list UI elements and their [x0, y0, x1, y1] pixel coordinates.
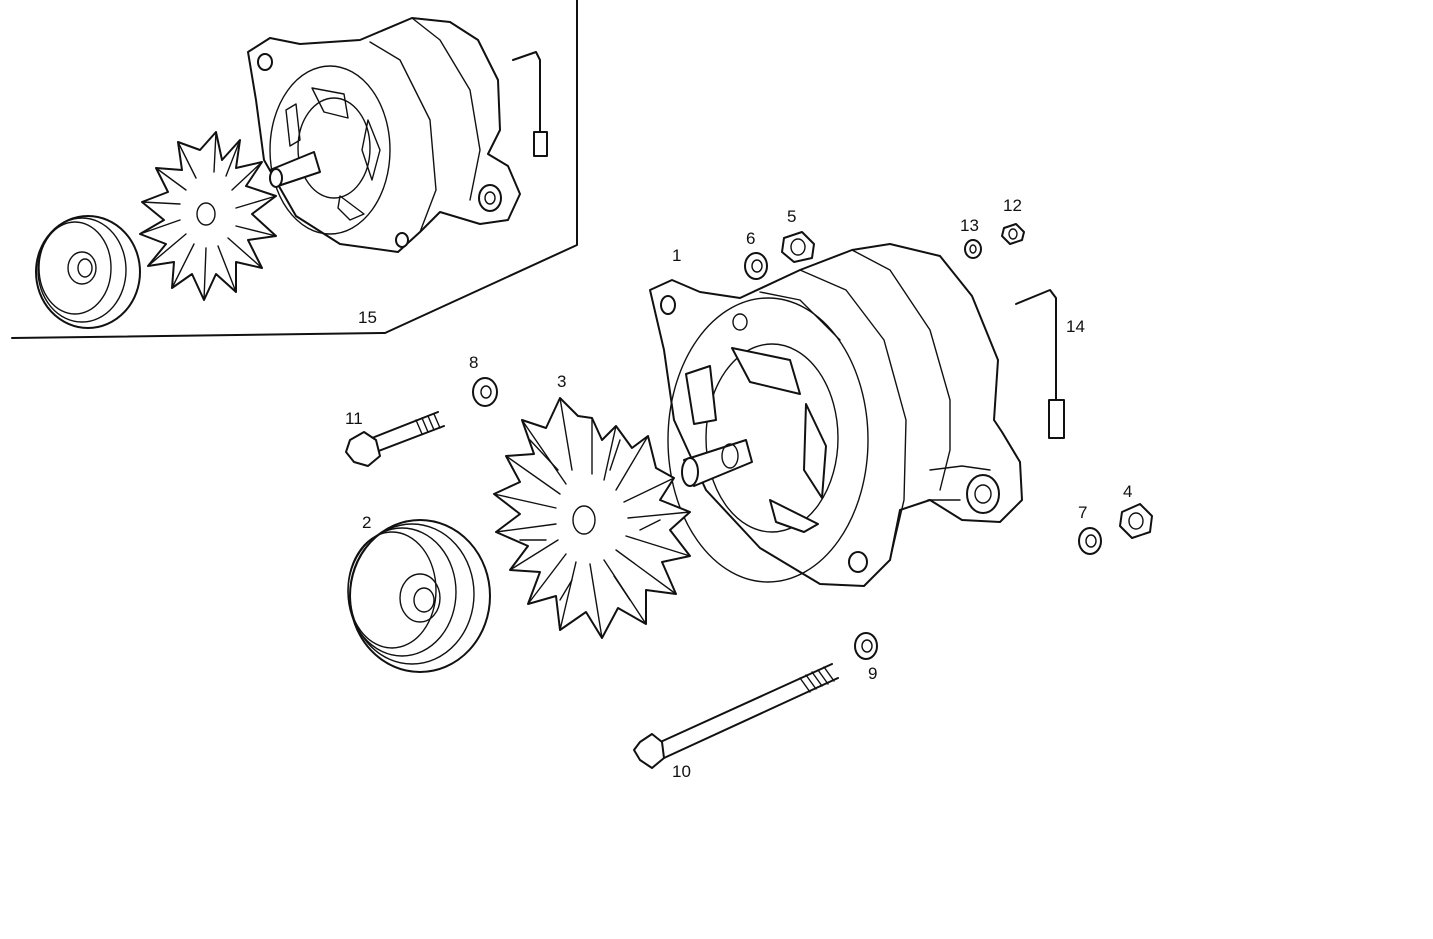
inset-frame [11, 0, 578, 339]
callout-14: 14 [1066, 317, 1085, 336]
washer-13 [964, 239, 982, 259]
inset-alternator-assembly: 15 [35, 17, 548, 329]
washer-7 [1078, 527, 1102, 555]
callout-4: 4 [1123, 482, 1132, 501]
callout-12: 12 [1003, 196, 1022, 215]
washer-8 [472, 377, 498, 407]
nut-12 [1001, 223, 1025, 245]
washer-6 [744, 252, 768, 280]
callout-15: 15 [358, 308, 377, 327]
callout-13: 13 [960, 216, 979, 235]
alternator-body [649, 243, 1023, 587]
washer-9 [854, 632, 878, 660]
bolt-10 [633, 663, 839, 769]
inset-alternator [247, 17, 521, 253]
nut-4 [1119, 503, 1153, 539]
callout-2: 2 [362, 513, 371, 532]
callout-8: 8 [469, 353, 478, 372]
inset-pulley [35, 215, 141, 329]
inset-fan [139, 131, 277, 301]
wire-14 [1015, 289, 1065, 439]
callout-9: 9 [868, 664, 877, 683]
callout-10: 10 [672, 762, 691, 781]
callout-3: 3 [557, 372, 566, 391]
fan [493, 397, 691, 639]
callout-6: 6 [746, 229, 755, 248]
callout-7: 7 [1078, 503, 1087, 522]
callout-5: 5 [787, 207, 796, 226]
callout-1: 1 [672, 246, 681, 265]
callout-11: 11 [345, 409, 363, 428]
pulley [347, 519, 491, 673]
bolt-11 [345, 411, 445, 467]
nut-5 [781, 231, 815, 263]
inset-wire [512, 51, 548, 157]
